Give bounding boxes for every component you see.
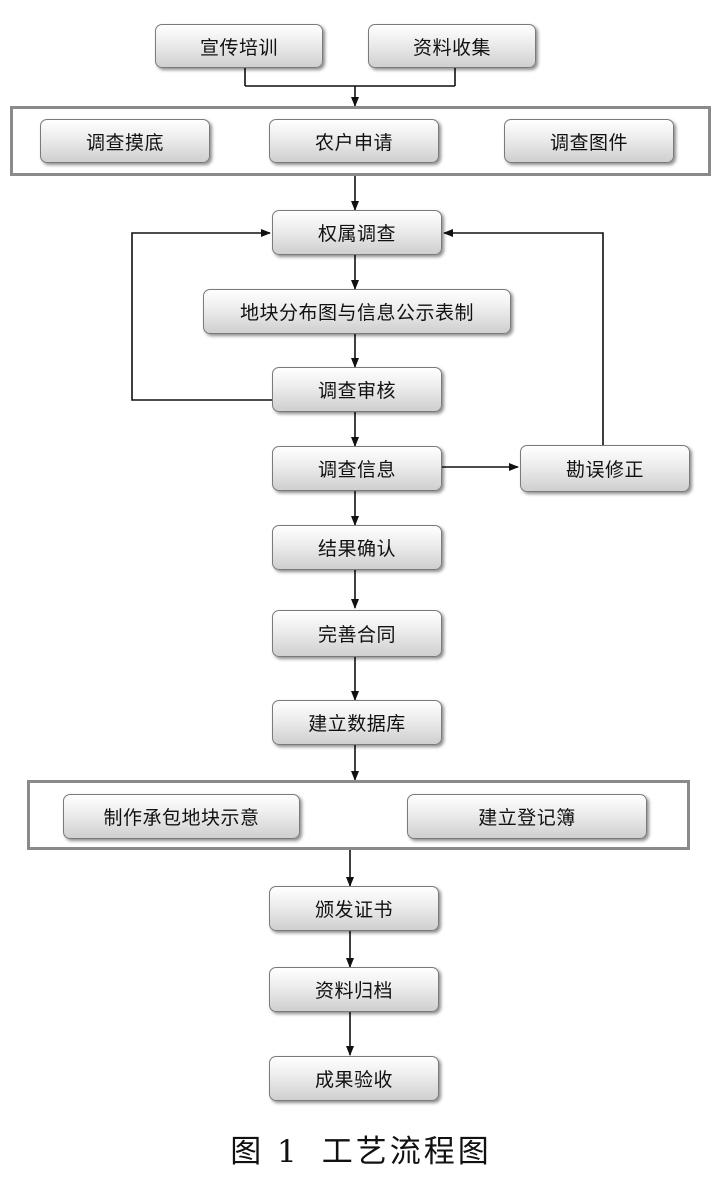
node-issue-certificate: 颁发证书 <box>269 886 439 931</box>
node-survey-review: 调查审核 <box>272 367 442 412</box>
node-publicity-training: 宣传培训 <box>155 24 323 68</box>
feedback-correction-to-ownership <box>443 229 604 445</box>
node-make-plot-diagram: 制作承包地块示意 <box>63 794 300 839</box>
feedback-review-to-ownership <box>131 229 272 401</box>
node-build-register: 建立登记簿 <box>407 794 647 839</box>
figure-title: 工艺流程图 <box>321 1134 492 1170</box>
node-error-correction: 勘误修正 <box>520 445 690 492</box>
node-result-acceptance: 成果验收 <box>269 1056 439 1101</box>
node-survey-baseline: 调查摸底 <box>40 119 210 163</box>
node-survey-info: 调查信息 <box>272 446 442 491</box>
node-contract-completion: 完善合同 <box>272 610 442 657</box>
figure-number: 图 1 <box>230 1134 300 1170</box>
group-frame-survey-start <box>10 106 711 176</box>
node-survey-maps: 调查图件 <box>504 119 674 163</box>
node-plot-map-and-notice: 地块分布图与信息公示表制 <box>203 289 511 334</box>
node-farmer-application: 农户申请 <box>269 119 439 163</box>
node-data-archiving: 资料归档 <box>269 967 439 1012</box>
group-frame-records <box>27 780 690 850</box>
node-build-database: 建立数据库 <box>272 700 442 745</box>
node-result-confirmation: 结果确认 <box>272 525 442 570</box>
node-data-collection: 资料收集 <box>368 24 536 68</box>
node-ownership-survey: 权属调查 <box>272 210 442 255</box>
figure-caption: 图 1 工艺流程图 <box>0 1126 722 1171</box>
